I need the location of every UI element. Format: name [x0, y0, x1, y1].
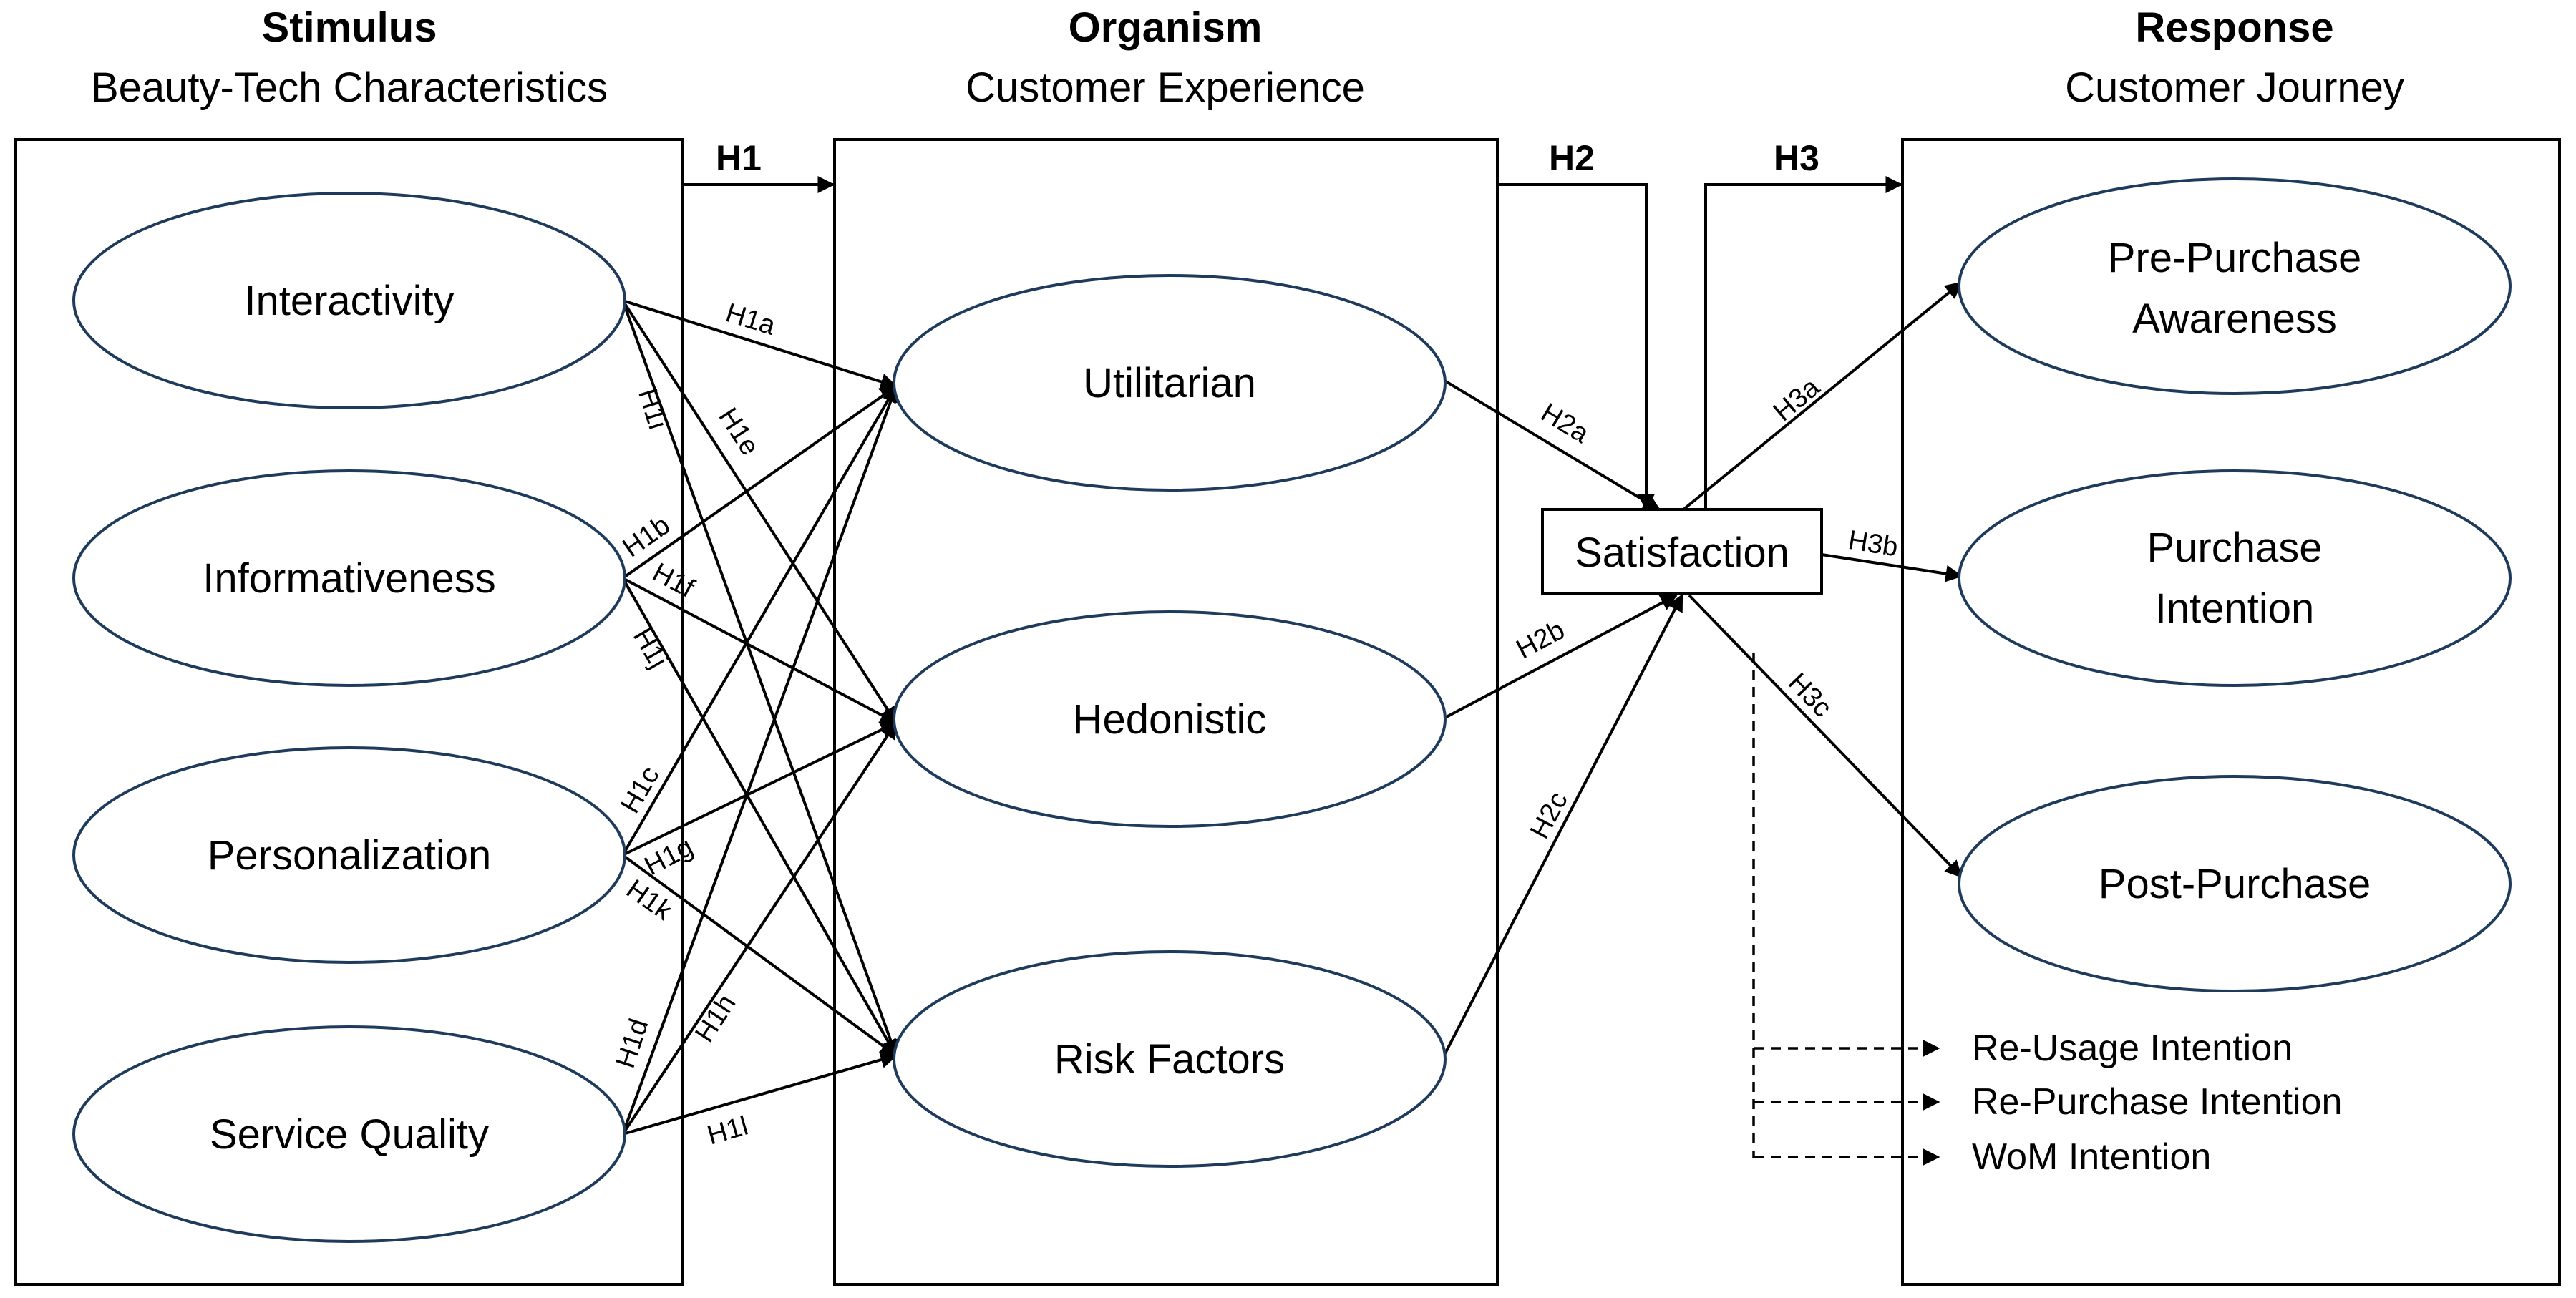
edge-h1b	[621, 385, 898, 580]
edge-h2b	[1442, 594, 1678, 721]
label-h1j: H1j	[627, 623, 674, 673]
h3-arrow	[1704, 176, 1903, 509]
node-post-purchase-label: Post-Purchase	[2099, 861, 2371, 907]
stimulus-frame	[14, 138, 684, 1286]
node-interactivity	[72, 192, 626, 409]
edge-h1l	[622, 1051, 898, 1136]
node-purchase-intention	[1958, 469, 2512, 687]
node-informativeness-label: Informativeness	[203, 555, 495, 602]
node-pre-purchase-label-line1: Pre-Purchase	[2108, 235, 2362, 281]
h3-label: H3	[1774, 138, 1819, 178]
edge-h1a	[622, 299, 898, 390]
satisfaction-label: Satisfaction	[1575, 530, 1789, 576]
label-h3c: H3c	[1782, 668, 1837, 723]
edge-h1g	[622, 721, 898, 857]
label-h1b: H1b	[618, 510, 676, 563]
node-risk-factors	[893, 950, 1447, 1168]
edge-h1j	[621, 577, 898, 1058]
edge-h3a	[1682, 281, 1963, 511]
label-h2c: H2c	[1525, 787, 1574, 844]
node-post-purchase	[1958, 775, 2512, 992]
edge-h3b	[1821, 553, 1963, 582]
edge-h1e	[621, 299, 898, 725]
outcome-repurchase-intention: Re-Purchase Intention	[1972, 1081, 2342, 1123]
node-service-quality-label: Service Quality	[210, 1111, 489, 1158]
label-h1c: H1c	[616, 761, 666, 819]
node-hedonistic-label: Hedonistic	[1073, 696, 1267, 743]
response-title: Response	[2135, 4, 2333, 51]
node-personalization-label: Personalization	[208, 832, 492, 879]
node-hedonistic	[893, 610, 1447, 828]
h2-arrow	[1497, 183, 1655, 512]
label-h1i: H1i	[632, 385, 673, 433]
edge-h3c	[1688, 594, 1963, 878]
stimulus-title: Stimulus	[262, 4, 437, 51]
stimulus-subtitle: Beauty-Tech Characteristics	[91, 64, 608, 111]
edge-h1h	[621, 721, 898, 1136]
label-h1k: H1k	[621, 874, 678, 927]
h1-label: H1	[716, 138, 762, 178]
node-personalization	[72, 746, 626, 964]
satisfaction-box	[1541, 508, 1823, 595]
organism-subtitle: Customer Experience	[966, 64, 1365, 111]
response-frame	[1901, 138, 2561, 1286]
edge-h1c	[621, 384, 898, 857]
response-subtitle: Customer Journey	[2065, 64, 2404, 111]
node-pre-purchase-awareness	[1958, 177, 2512, 395]
outcome-reusage-intention: Re-Usage Intention	[1972, 1028, 2293, 1069]
label-h1h: H1h	[689, 990, 742, 1048]
edge-h2c	[1441, 593, 1683, 1060]
node-purchase-intention-label-line2: Intention	[2155, 585, 2315, 632]
label-h3a: H3a	[1768, 372, 1826, 428]
label-h3b: H3b	[1846, 525, 1900, 562]
edge-h1k	[621, 854, 898, 1057]
edge-h2a	[1441, 378, 1661, 511]
edge-h1f	[622, 577, 898, 724]
node-risk-factors-label: Risk Factors	[1054, 1036, 1285, 1083]
node-pre-purchase-label-line2: Awareness	[2132, 296, 2337, 342]
outcome-wom-intention: WoM Intention	[1972, 1136, 2211, 1178]
edge-h1d	[621, 384, 899, 1135]
node-service-quality	[72, 1025, 626, 1243]
label-h1l: H1l	[704, 1111, 751, 1151]
node-utilitarian-label: Utilitarian	[1083, 360, 1256, 406]
edge-h1i	[621, 300, 899, 1058]
organism-frame	[833, 138, 1499, 1286]
node-purchase-intention-label-line1: Purchase	[2147, 524, 2322, 571]
node-utilitarian	[893, 274, 1447, 492]
organism-title: Organism	[1069, 4, 1263, 51]
node-interactivity-label: Interactivity	[244, 278, 454, 324]
h2-label: H2	[1549, 138, 1595, 178]
node-informativeness	[72, 469, 626, 687]
